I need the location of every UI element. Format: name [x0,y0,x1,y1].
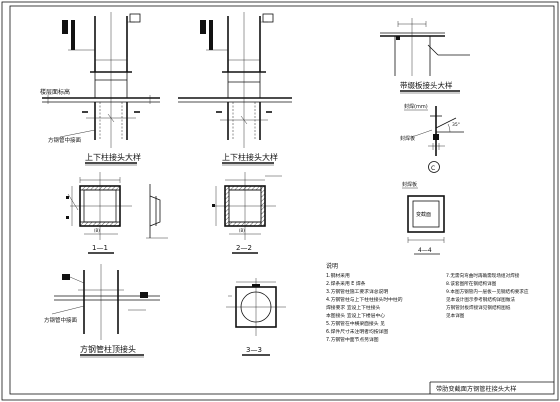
notes-left-6: 本图接头 宜设上下楼层中心 [326,312,385,319]
notes-left-4: 4.方钢管柱与上下柱柱接头时中柱的 [326,296,403,303]
section-4-4-label: 4—4 [418,247,432,254]
notes-right-4: 见本设计图示参考钢结构详图做法 [446,296,515,303]
detail-c-tag: C [431,165,435,172]
detail-b-caption: 上下柱接头大样 [222,152,278,162]
notes-right-2: 8.该套图所在钢结构详图 [446,280,497,287]
detail-a-label: 方钢管中接面 [48,136,82,144]
sheet-inner-border [9,5,555,395]
notes-title: 说明 [326,262,338,270]
notes-right-1: 7.无需向弯曲时再确需现场组对焊接 [446,272,520,279]
detail-c-caption: 带缀板接头大样 [400,80,453,90]
section-3-3-label: 3—3 [246,346,262,354]
section-1-1: (B) 1—1 [66,172,168,254]
detail-b-column-joint: 上下柱接头大样 [178,12,292,166]
svg-text:封焊板: 封焊板 [402,181,417,188]
detail-a-caption: 上下柱接头大样 [85,152,141,162]
notes-left-5: 焊接要求 宜设上下柱接头 [326,304,380,311]
title-block: 带肋变截面方钢管柱接头大样 [429,381,554,394]
circle-tag-icon [428,161,440,173]
detail-c-label-top: 封焊(mm) [404,103,428,110]
notes-left-9: 7.方钢管中面节点另详图 [326,336,379,343]
notes-left-1: 1.钢材采用 [326,272,350,279]
notes-left-8: 6.焊件尺寸未注明者均按详图 [326,328,388,335]
section-4-4-box-label: 变截面 [416,211,431,218]
general-notes: 说明 1.钢材采用 2.焊条采用 E 焊条 3.方钢管柱施工要求详总说明 4.方… [326,262,529,343]
notes-right-5: 方钢管封板焊接详见钢结构图纸 [446,304,511,311]
section-3-3: 3—3 [226,278,286,356]
notes-left-7: 5.方钢管在中横梁面接头 见 [326,320,385,327]
notes-right-3: 9.本图方钢管内一层板一见钢结构要求应 [446,288,529,295]
notes-left-3: 3.方钢管柱施工要求详总说明 [326,288,388,295]
svg-text:35°: 35° [452,122,460,128]
detail-d-column-top: 方钢管中接面 方钢管柱顶接头 [44,264,160,358]
title-block-title: 带肋变截面方钢管柱接头大样 [436,385,516,393]
section-4-4: 封焊板 变截面 4—4 [402,181,445,255]
detail-c-plate-joint: 带缀板接头大样 封焊(mm) 35° 封焊板 C [380,18,470,173]
section-2-2: (B) 2—2 [212,172,282,254]
svg-text:(B): (B) [239,228,245,233]
detail-d-label: 方钢管中接面 [44,316,78,324]
detail-a-floor-callout: 楼层面标高 [40,88,70,96]
detail-c-label-bottom: 封焊板 [400,135,415,142]
detail-d-caption: 方钢管柱顶接头 [80,344,136,354]
detail-a-column-joint: 楼层面标高 方钢管中接面 上下柱接头大样 [40,12,160,166]
section-1-1-label: 1—1 [92,244,108,252]
section-2-2-label: 2—2 [236,244,252,252]
notes-left-2: 2.焊条采用 E 焊条 [326,280,366,287]
notes-right-6: 见本详图 [446,312,465,319]
svg-text:(B): (B) [94,228,100,233]
